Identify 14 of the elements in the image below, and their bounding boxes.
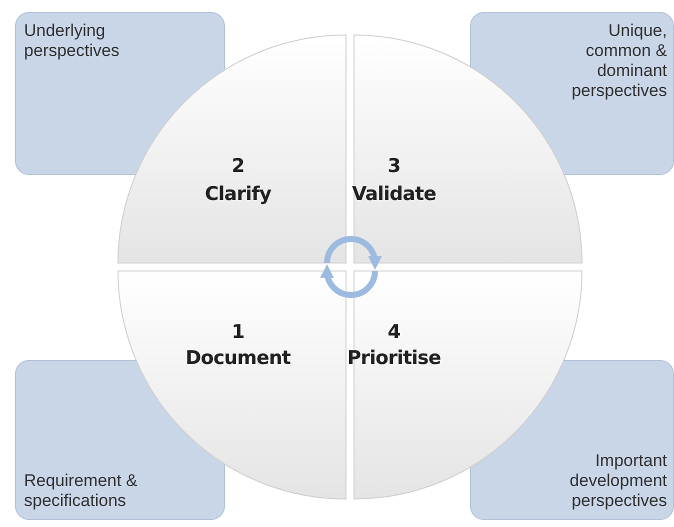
cycle-arrow [324,236,382,270]
box-label: Underlying perspectives [24,21,120,61]
step-label: Validate [351,183,437,205]
step-number: 3 [386,155,402,177]
step-number: 1 [230,321,246,343]
step-label: Document [184,347,292,369]
step-number: 2 [230,155,246,177]
step-number: 4 [386,321,402,343]
box-label: Important development perspectives [568,451,667,511]
cycle-arrow [320,264,378,298]
step-label: Prioritise [346,347,442,369]
step-label: Clarify [204,183,272,205]
box-label: Requirement & specifications [24,471,138,511]
box-label: Unique, common & dominant perspectives [570,21,667,101]
